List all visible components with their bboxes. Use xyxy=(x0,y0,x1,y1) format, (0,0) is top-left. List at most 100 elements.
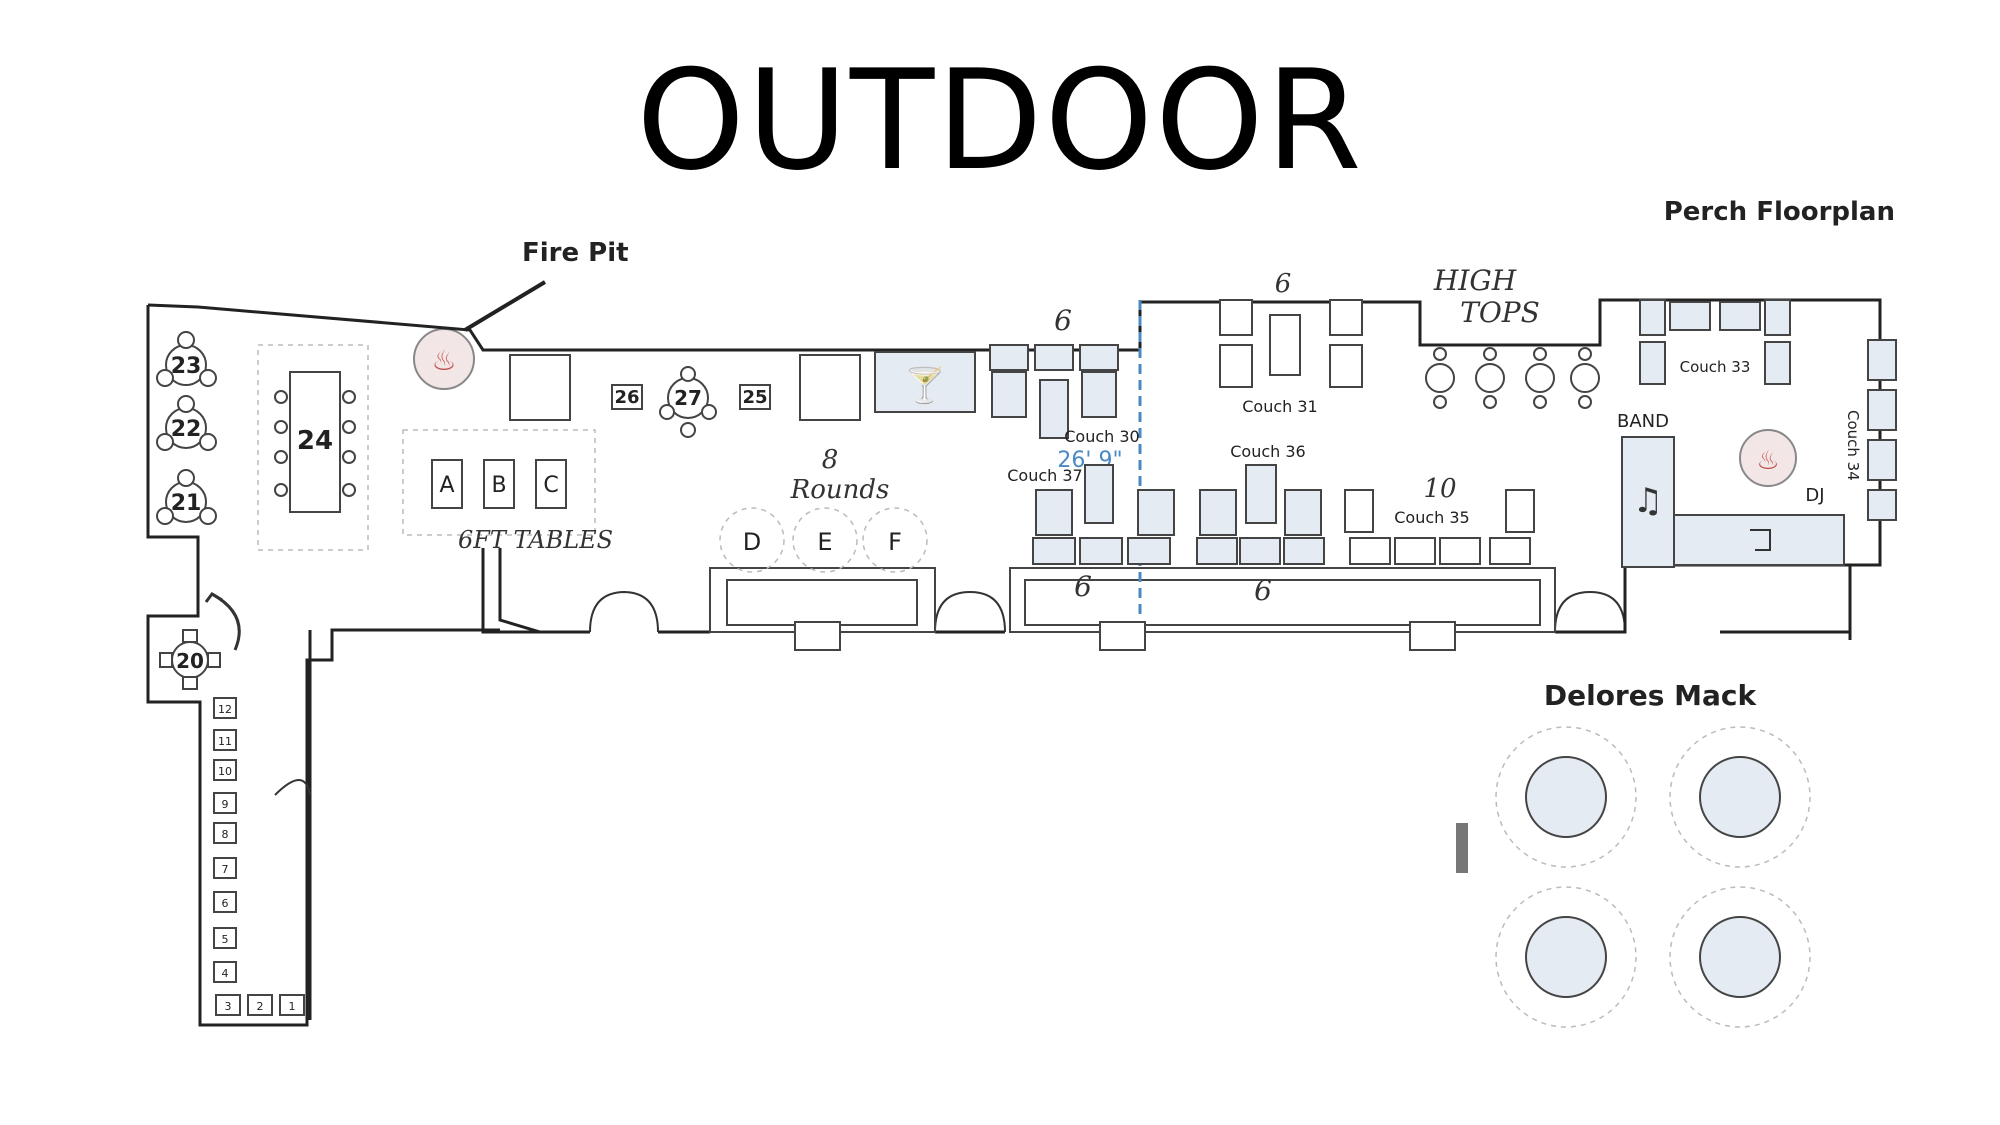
rail-seat[interactable]: 6 xyxy=(213,891,237,913)
high-tops-note-1: HIGH xyxy=(1433,264,1517,297)
svg-text:22: 22 xyxy=(171,417,202,442)
svg-text:Couch 37: Couch 37 xyxy=(1007,466,1082,485)
svg-text:3: 3 xyxy=(225,1000,232,1013)
couch-30[interactable]: Couch 30 xyxy=(989,344,1140,446)
svg-text:Couch 30: Couch 30 xyxy=(1064,427,1139,446)
svg-text:F: F xyxy=(888,528,902,556)
bar: 🍸 xyxy=(874,351,976,413)
table-c[interactable]: C xyxy=(535,459,567,509)
table-f[interactable]: F xyxy=(862,507,928,573)
step-3 xyxy=(1409,621,1456,651)
high-tops[interactable] xyxy=(1425,347,1600,409)
svg-text:Couch 33: Couch 33 xyxy=(1680,358,1751,376)
couch-35[interactable]: Couch 35 xyxy=(1344,489,1535,565)
svg-text:12: 12 xyxy=(218,703,232,716)
table-23[interactable]: 23 xyxy=(156,331,217,387)
svg-text:11: 11 xyxy=(218,735,232,748)
door-swing-1 xyxy=(589,591,659,633)
svg-text:7: 7 xyxy=(222,863,229,876)
ten-note: 10 xyxy=(1423,474,1456,504)
fire-pit-label: Fire Pit xyxy=(522,238,629,268)
table-b[interactable]: B xyxy=(483,459,515,509)
rail-seat[interactable]: 4 xyxy=(213,961,237,983)
svg-text:26: 26 xyxy=(614,387,639,408)
door-swing-3 xyxy=(1554,591,1626,633)
planter-1-inner xyxy=(726,579,918,626)
rail-seat[interactable]: 2 xyxy=(247,994,273,1016)
svg-text:Couch 34: Couch 34 xyxy=(1844,410,1862,481)
svg-text:D: D xyxy=(743,528,761,556)
svg-text:E: E xyxy=(817,528,832,556)
table-e[interactable]: E xyxy=(792,507,858,573)
svg-text:Couch 31: Couch 31 xyxy=(1242,397,1317,416)
rail-seat[interactable]: 9 xyxy=(213,792,237,814)
fire-pit-pointer xyxy=(463,280,547,332)
svg-text:20: 20 xyxy=(176,649,204,673)
six-top-note: 6 xyxy=(1054,304,1072,337)
high-tops-note-2: TOPS xyxy=(1460,296,1540,329)
svg-text:2: 2 xyxy=(257,1000,264,1013)
svg-text:B: B xyxy=(491,473,506,498)
rail-seat[interactable]: 7 xyxy=(213,857,237,879)
table-d[interactable]: D xyxy=(719,507,785,573)
svg-text:23: 23 xyxy=(171,354,202,379)
band-stage: ♫ xyxy=(1621,436,1675,568)
rail-seat[interactable]: 12 xyxy=(213,697,237,719)
arrow-head xyxy=(204,592,223,603)
svg-text:6: 6 xyxy=(222,897,229,910)
fire-pit-right: ♨ xyxy=(1739,429,1797,487)
table-26[interactable]: 26 xyxy=(611,384,643,410)
table-21[interactable]: 21 xyxy=(156,469,217,525)
six-ft-tables-note: 6FT TABLES xyxy=(458,526,613,554)
svg-text:4: 4 xyxy=(222,967,229,980)
round-table[interactable] xyxy=(1495,886,1637,1028)
rail-seats: 12 11 10 9 8 7 6 5 4 3 2 1 xyxy=(213,697,305,1016)
dj-label: DJ xyxy=(1805,485,1824,506)
fire-icon: ♨ xyxy=(431,344,456,377)
couch-36[interactable]: Couch 36 xyxy=(1196,442,1325,565)
front-wall xyxy=(500,550,1852,634)
table-27[interactable]: 27 xyxy=(659,366,717,438)
rail-seat[interactable]: 1 xyxy=(279,994,305,1016)
music-note-icon: ♫ xyxy=(1633,481,1663,521)
couch-34[interactable]: Couch 34 xyxy=(1844,339,1897,521)
table-24[interactable]: 24 xyxy=(257,344,369,551)
svg-text:C: C xyxy=(543,473,558,498)
couch-37[interactable]: Couch 37 xyxy=(1007,464,1175,565)
table-20[interactable]: 20 xyxy=(159,629,221,690)
rail-seat[interactable]: 10 xyxy=(213,759,237,781)
rail-seat[interactable]: 3 xyxy=(215,994,241,1016)
fire-icon: ♨ xyxy=(1756,446,1779,476)
rounds-note: Rounds xyxy=(790,475,890,505)
six-note-bottom-right: 6 xyxy=(1254,574,1272,607)
table-22[interactable]: 22 xyxy=(156,395,217,451)
rail-seat[interactable]: 5 xyxy=(213,927,237,949)
rail-seat[interactable]: 8 xyxy=(213,822,237,844)
column-2 xyxy=(799,354,861,421)
band-label: BAND xyxy=(1617,411,1669,432)
svg-text:Couch 35: Couch 35 xyxy=(1394,508,1469,527)
eight-note: 8 xyxy=(822,445,839,475)
table-a[interactable]: A xyxy=(431,459,463,509)
page-title: OUTDOOR xyxy=(636,40,1364,201)
round-table[interactable] xyxy=(1495,726,1637,868)
round-table[interactable] xyxy=(1669,726,1811,868)
table-25[interactable]: 25 xyxy=(739,384,771,410)
dj-deck-icon xyxy=(1750,529,1771,551)
fire-pit: ♨ xyxy=(413,328,475,390)
svg-text:9: 9 xyxy=(222,798,229,811)
svg-text:1: 1 xyxy=(289,1000,296,1013)
round-table[interactable] xyxy=(1669,886,1811,1028)
svg-text:8: 8 xyxy=(222,828,229,841)
right-room-bottom xyxy=(1623,563,1852,640)
svg-text:5: 5 xyxy=(222,933,229,946)
svg-text:Couch 36: Couch 36 xyxy=(1230,442,1305,461)
door-swing-2 xyxy=(934,591,1006,633)
six-ft-tables-zone xyxy=(402,429,596,536)
bar-wall xyxy=(481,548,580,634)
step-1 xyxy=(794,621,841,651)
rail-seat[interactable]: 11 xyxy=(213,729,237,751)
couch-31[interactable]: Couch 31 xyxy=(1219,299,1363,416)
couch-33[interactable]: Couch 33 xyxy=(1639,299,1791,385)
